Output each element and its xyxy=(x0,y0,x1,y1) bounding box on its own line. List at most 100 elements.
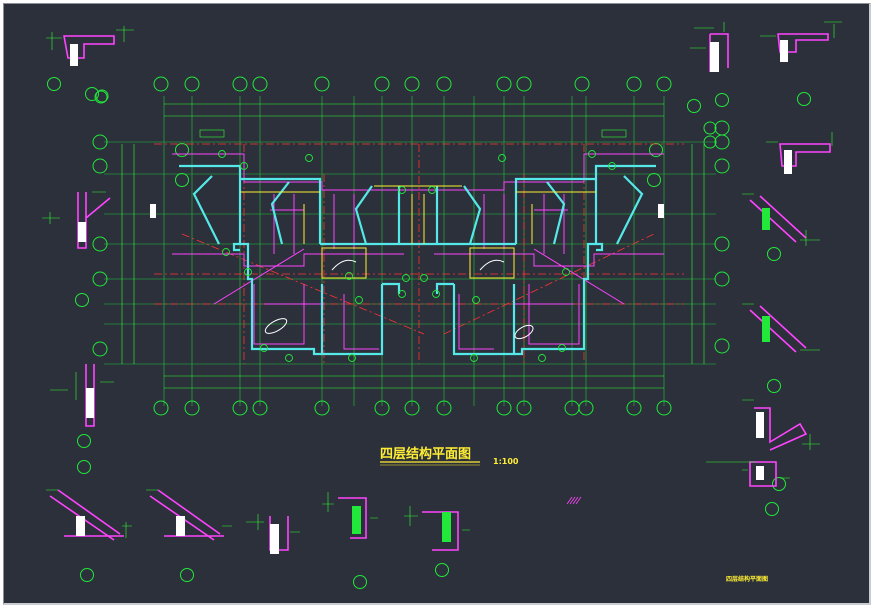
detail-block xyxy=(70,44,78,66)
detail-beam xyxy=(49,489,124,541)
axis-bubble-bottom xyxy=(516,400,532,416)
cad-drawing-canvas[interactable]: 四层结构平面图 1:100 四层结构平面图 xyxy=(4,4,871,605)
axis-bubble-top xyxy=(232,76,248,92)
hatch-mark xyxy=(566,496,582,505)
detail-dimension xyxy=(46,26,134,50)
axis-bubble-detail xyxy=(797,92,811,106)
detail-beam xyxy=(749,461,777,487)
tag-bubble xyxy=(608,162,616,170)
detail-beam xyxy=(754,407,808,451)
section-detail xyxy=(766,132,833,174)
axis-bubble-detail xyxy=(180,568,194,582)
tag-bubble xyxy=(588,150,596,158)
axis-grid xyxy=(104,96,716,406)
detail-beam xyxy=(749,305,807,353)
detail-dimension xyxy=(146,489,232,527)
detail-beam xyxy=(749,195,807,243)
detail-dimension xyxy=(246,514,300,533)
title-block: 四层结构平面图 1:100 四层结构平面图 xyxy=(380,446,768,583)
tag-bubble xyxy=(355,296,363,304)
tag-bubble xyxy=(240,162,248,170)
axis-bubble-left xyxy=(92,236,108,252)
tag-bubble xyxy=(305,154,313,162)
axis-bubble-bottom xyxy=(252,400,268,416)
axis-bubble-detail xyxy=(175,143,189,157)
tag-bubble xyxy=(285,354,293,362)
axis-bubble-top xyxy=(496,76,512,92)
axis-bubble-detail xyxy=(772,477,786,491)
detail-block xyxy=(442,512,451,542)
axis-bubble-extra xyxy=(94,90,108,104)
section-detail xyxy=(46,489,132,541)
axis-bubble-left xyxy=(92,271,108,287)
detail-beam xyxy=(63,35,115,59)
wall-outline xyxy=(179,164,656,356)
axis-bubble-detail xyxy=(687,99,701,113)
axis-bubble-bottom xyxy=(656,400,672,416)
axis-bubble-detail xyxy=(715,93,729,107)
axis-bubble-top xyxy=(626,76,642,92)
axis-bubble-bottom xyxy=(232,400,248,416)
detail-dimension xyxy=(766,132,833,146)
detail-block xyxy=(176,516,185,536)
plan-tags xyxy=(218,150,616,362)
detail-block xyxy=(270,524,279,554)
detail-dimension xyxy=(46,489,132,538)
axis-bubble-left xyxy=(92,341,108,357)
axis-bubble-bottom xyxy=(153,400,169,416)
tag-bubble xyxy=(398,290,406,298)
dimension-chains xyxy=(121,103,705,389)
section-detail xyxy=(760,21,842,62)
tag-bubble xyxy=(470,354,478,362)
axis-bubble-bottom xyxy=(626,400,642,416)
drawing-scale: 1:100 xyxy=(493,457,519,466)
axis-bubble-detail xyxy=(175,173,189,187)
axis-bubble-top xyxy=(404,76,420,92)
axis-bubble-right xyxy=(714,338,730,354)
axis-bubble-bottom xyxy=(314,400,330,416)
axis-bubble-detail xyxy=(77,434,91,448)
section-detail xyxy=(42,191,111,249)
section-detail xyxy=(404,506,470,551)
detail-block xyxy=(710,42,719,72)
tag-bubble xyxy=(345,272,353,280)
axis-bubble-left xyxy=(92,134,108,150)
cad-drawing-viewport[interactable]: 四层结构平面图 1:100 四层结构平面图 xyxy=(3,3,871,605)
axis-bubble-right xyxy=(714,120,730,136)
tag-bubble xyxy=(498,154,506,162)
drawing-title: 四层结构平面图 xyxy=(380,446,471,462)
detail-block xyxy=(762,208,770,230)
section-detail xyxy=(146,489,232,541)
axis-bubble-top xyxy=(374,76,390,92)
axis-bubble-right xyxy=(714,236,730,252)
detail-dimension xyxy=(742,399,820,450)
title-stamp: 四层结构平面图 xyxy=(726,575,768,583)
detail-beam xyxy=(149,489,224,541)
section-detail xyxy=(46,26,134,66)
yellow-details xyxy=(240,185,596,279)
tag-bubble xyxy=(218,150,226,158)
tag-bubble xyxy=(260,344,268,352)
detail-dimension xyxy=(742,193,820,246)
axis-bubble-extra xyxy=(703,135,717,149)
detail-dimension xyxy=(760,21,842,38)
axis-bubble-bottom xyxy=(578,400,594,416)
axis-bubble-bottom xyxy=(374,400,390,416)
tag-bubble xyxy=(428,186,436,194)
axis-bubble-detail xyxy=(647,173,661,187)
axis-bubble-detail xyxy=(765,502,779,516)
section-detail xyxy=(246,514,300,554)
axis-bubble-bottom xyxy=(404,400,420,416)
axis-bubbles xyxy=(47,76,811,589)
section-detail xyxy=(742,193,820,246)
detail-block xyxy=(784,150,792,174)
axis-bubble-detail xyxy=(435,563,449,577)
detail-dimension xyxy=(742,303,820,351)
axis-bubble-detail xyxy=(767,247,781,261)
detail-block xyxy=(76,516,85,536)
detail-beam xyxy=(779,143,831,167)
axis-bubble-top xyxy=(153,76,169,92)
axis-bubble-top xyxy=(574,76,590,92)
detail-beam xyxy=(338,497,367,539)
detail-block xyxy=(756,466,764,480)
